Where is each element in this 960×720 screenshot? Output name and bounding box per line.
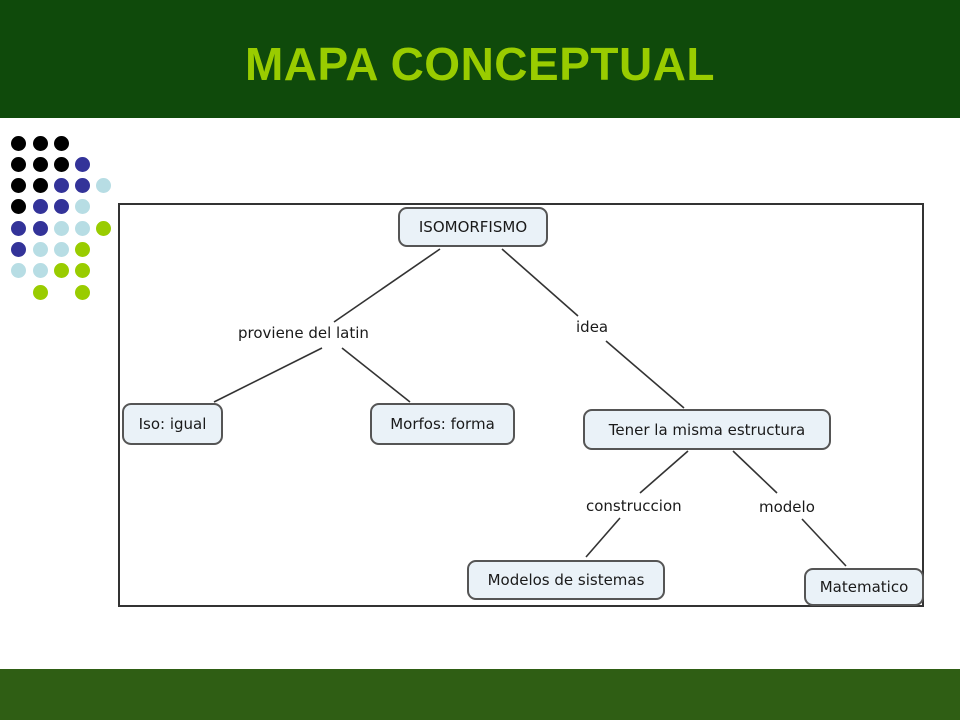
concept-map-frame: ISOMORFISMO proviene del latin idea Iso:…: [118, 203, 924, 607]
decorative-dot: [10, 263, 26, 279]
connector-proviene-to-morfos: [341, 347, 411, 403]
decorative-dot: [74, 156, 90, 172]
decorative-dot: [53, 199, 69, 215]
decorative-dot: [74, 178, 90, 194]
decorative-dot: [53, 220, 69, 236]
connector-root-to-idea: [501, 248, 579, 317]
connector-idea-to-estructura: [605, 340, 685, 409]
link-label-idea: idea: [574, 318, 611, 336]
node-tener-misma-estructura: Tener la misma estructura: [583, 409, 831, 450]
decorative-dot: [74, 284, 90, 300]
decorative-dot: [10, 199, 26, 215]
node-matematico: Matematico: [804, 568, 924, 606]
decorative-dot: [32, 199, 48, 215]
node-morfos-forma: Morfos: forma: [370, 403, 515, 445]
decorative-dot: [10, 242, 26, 257]
decorative-dot: [32, 263, 48, 279]
connector-construccion-to-modelos: [585, 517, 621, 558]
connector-root-to-proviene: [333, 248, 441, 323]
link-label-construccion: construccion: [584, 497, 684, 515]
decorative-dot: [74, 220, 90, 236]
decorative-dot: [95, 178, 111, 194]
decorative-dot-grid: [0, 0, 120, 310]
decorative-dot: [53, 263, 69, 279]
decorative-dot: [32, 135, 48, 151]
decorative-dot: [10, 135, 26, 151]
decorative-dot: [32, 178, 48, 194]
decorative-dot: [53, 178, 69, 194]
decorative-dot: [32, 156, 48, 172]
decorative-dot: [74, 263, 90, 279]
decorative-dot: [53, 156, 69, 172]
decorative-dot: [74, 199, 90, 215]
node-modelos-de-sistemas: Modelos de sistemas: [467, 560, 665, 600]
link-label-proviene: proviene del latin: [236, 324, 371, 342]
decorative-dot: [32, 284, 48, 300]
decorative-dot: [10, 156, 26, 172]
connector-estructura-to-construccion: [639, 450, 689, 494]
decorative-dot: [74, 242, 90, 257]
node-isomorfismo: ISOMORFISMO: [398, 207, 548, 247]
decorative-dot: [10, 178, 26, 194]
decorative-dot: [32, 220, 48, 236]
concept-map-connectors: [213, 248, 847, 567]
decorative-dot: [10, 220, 26, 236]
decorative-dot: [32, 242, 48, 257]
node-iso-igual: Iso: igual: [122, 403, 223, 445]
footer-bar: [0, 669, 960, 720]
connector-proviene-to-iso: [213, 347, 323, 403]
decorative-dot: [53, 242, 69, 257]
connector-modelo-to-matematico: [801, 518, 847, 567]
title-bar: MAPA CONCEPTUAL: [0, 0, 960, 118]
link-label-modelo: modelo: [757, 498, 817, 516]
decorative-dot: [53, 135, 69, 151]
decorative-dot: [95, 220, 111, 236]
slide-title: MAPA CONCEPTUAL: [244, 38, 716, 90]
connector-estructura-to-modelo: [732, 450, 778, 494]
